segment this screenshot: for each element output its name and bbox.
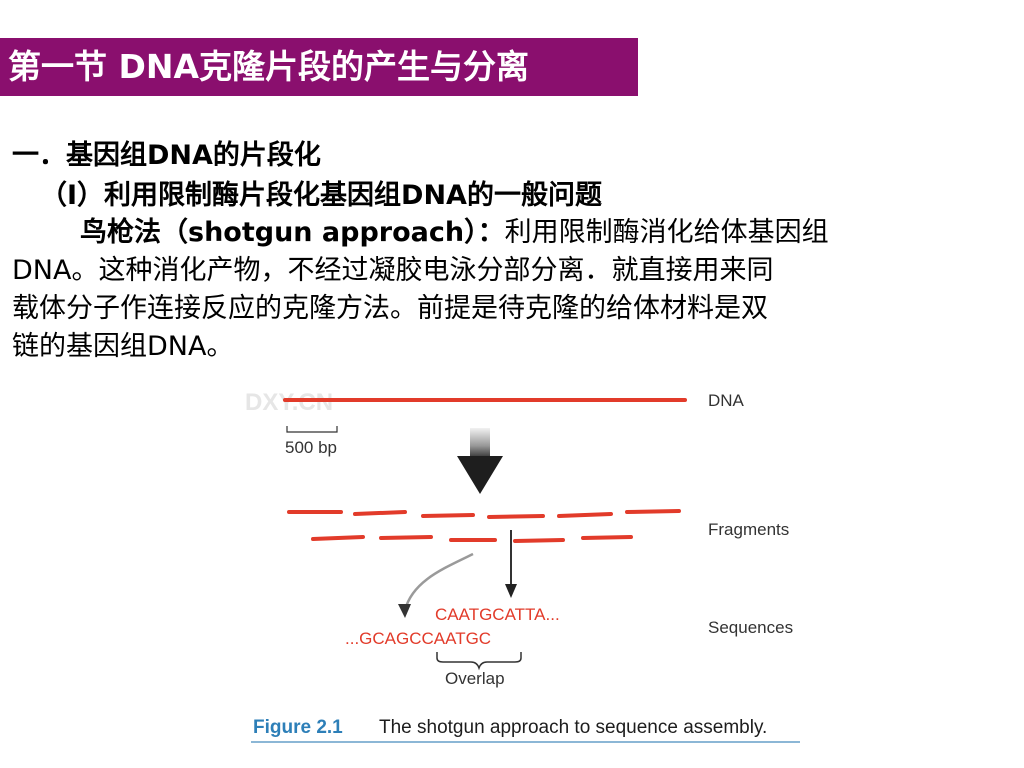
dna-label: DNA (708, 391, 745, 410)
fragments-label: Fragments (708, 520, 789, 539)
fragment (513, 538, 565, 543)
paragraph-line-3: 载体分子作连接反应的克隆方法。前提是待克隆的给体材料是双 (12, 293, 768, 324)
straight-arrow-head-icon (505, 584, 517, 598)
shotgun-figure: DXY.CN DNA 500 bp (245, 388, 805, 748)
scale-bar (286, 426, 338, 433)
fragments-row-2 (311, 535, 633, 543)
fragment (379, 535, 433, 540)
section-heading: 一．基因组DNA的片段化 (12, 140, 321, 171)
fragment (625, 509, 681, 514)
fragment (581, 535, 633, 540)
curved-arrow-head-icon (398, 604, 411, 618)
shotgun-diagram: DXY.CN DNA 500 bp (245, 389, 800, 743)
slide-title: 第一节 DNA克隆片段的产生与分离 (0, 38, 638, 96)
curved-arrow-icon (403, 552, 474, 611)
figure-caption-text: The shotgun approach to sequence assembl… (379, 717, 767, 738)
sequence-top: CAATGCATTA... (435, 605, 560, 624)
watermark-text: DXY.CN (245, 389, 333, 416)
overlap-brace (436, 652, 522, 671)
paragraph-line-4: 链的基因组DNA。 (12, 331, 234, 362)
shotgun-term: 鸟枪法（shotgun approach）： (80, 217, 505, 248)
sequence-bottom: ...GCAGCCAATGC (345, 629, 491, 648)
fragment (353, 510, 407, 516)
figure-caption-number: Figure 2.1 (253, 717, 343, 738)
fragment (421, 513, 475, 518)
section-subheading: （I）利用限制酶片段化基因组DNA的一般问题 (40, 180, 602, 211)
fragment (557, 512, 613, 518)
fragment (487, 514, 545, 519)
overlap-label: Overlap (445, 669, 505, 688)
sequences-label: Sequences (708, 618, 793, 637)
body-paragraph: 鸟枪法（shotgun approach）：利用限制酶消化给体基因组 DNA。这… (12, 214, 1002, 366)
paragraph-line-1: 鸟枪法（shotgun approach）：利用限制酶消化给体基因组 (12, 214, 1002, 252)
paragraph-line-1-text: 利用限制酶消化给体基因组 (504, 217, 829, 248)
fragments-row-1 (287, 509, 681, 519)
paragraph-line-2: DNA。这种消化产物，不经过凝胶电泳分部分离．就直接用来同 (12, 255, 774, 286)
scale-bar-label: 500 bp (285, 438, 337, 457)
fragment (311, 535, 365, 541)
down-arrow-icon (457, 428, 503, 494)
